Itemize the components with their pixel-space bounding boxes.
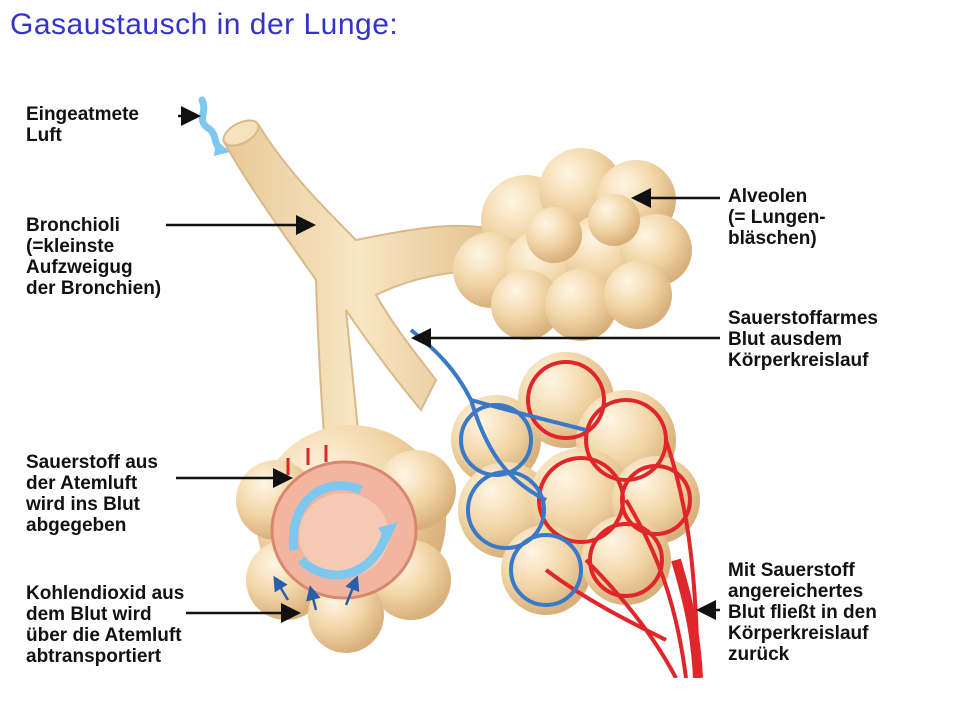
label-deoxygenated-blood: Sauerstoffarmes Blut ausdem Körperkreisl… — [728, 308, 878, 371]
alveoli-cluster — [453, 148, 692, 341]
label-inhaled-air: Eingeatmete Luft — [26, 104, 139, 146]
label-bronchioles: Bronchioli (=kleinste Aufzweigug der Bro… — [26, 215, 162, 299]
label-oxygenated-blood: Mit Sauerstoff angereichertes Blut fließ… — [728, 560, 877, 665]
bronchiole-tree — [222, 119, 497, 461]
slide-title: Gasaustausch in der Lunge: — [10, 8, 399, 41]
lung-illustration — [166, 96, 720, 678]
cutaway-alveolus — [236, 425, 456, 653]
label-oxygen-to-blood: Sauerstoff aus der Atemluft wird ins Blu… — [26, 452, 158, 536]
inhaled-air-arrow — [198, 96, 230, 156]
label-pointers — [166, 106, 720, 623]
label-alveoli: Alveolen (= Lungen- bläschen) — [728, 186, 826, 249]
lung-gas-exchange-figure: Eingeatmete Luft Bronchioli (=kleinste A… — [26, 80, 926, 678]
capillary-network — [409, 328, 703, 678]
label-co2-exhaled: Kohlendioxid aus dem Blut wird über die … — [26, 583, 185, 667]
